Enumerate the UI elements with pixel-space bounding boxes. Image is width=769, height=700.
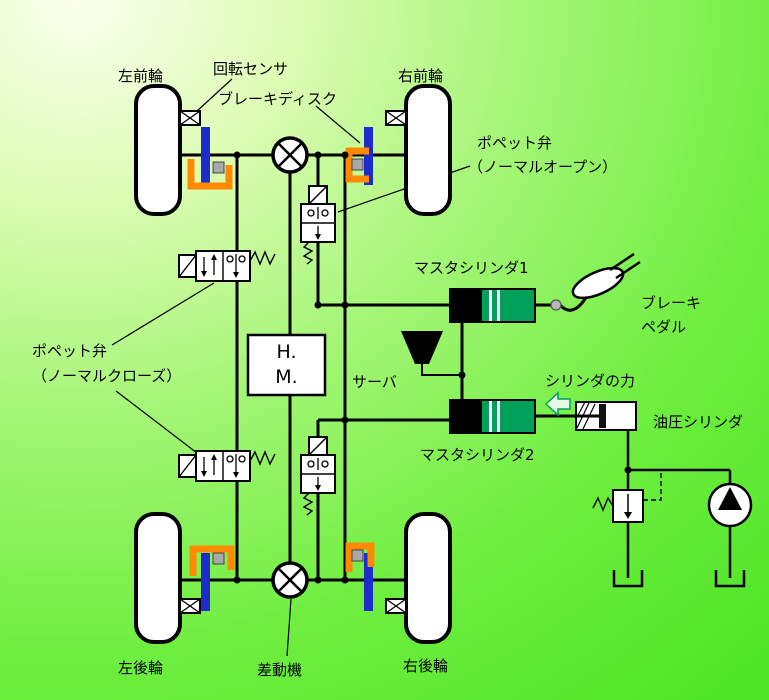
label-poppet-valve-no-line1: ポペット弁 (477, 134, 553, 152)
wheel-right-rear (404, 512, 452, 644)
hydraulic-cylinder-icon (575, 401, 637, 431)
junction-dots (233, 151, 632, 584)
reservoir-tank-left-icon (612, 570, 644, 588)
brake-disc-right-rear (364, 553, 373, 611)
label-hydraulic-cylinder: 油圧シリンダ (653, 413, 744, 431)
brake-disc-left-front (201, 127, 210, 185)
label-hm-line2: M. (275, 366, 298, 388)
relief-valve-icon (592, 470, 662, 523)
label-server: サーバ (352, 373, 397, 391)
label-poppet-valve-nc-line1: ポペット弁 (32, 342, 108, 360)
wheel-left-front (134, 84, 182, 216)
hydraulic-lines (180, 153, 732, 582)
brake-disc-right-front (364, 127, 373, 185)
label-right-rear-wheel: 右後輪 (403, 657, 449, 675)
master-cylinder-2-icon (449, 399, 536, 434)
label-master-cylinder-2: マスタシリンダ2 (420, 446, 535, 464)
label-poppet-valve-normally-closed: ポペット弁 （ノーマルクローズ） (32, 339, 181, 389)
label-poppet-valve-no-line2: （ノーマルオープン） (468, 158, 618, 176)
wheel-right-front (404, 84, 452, 216)
hm-unit-box (246, 333, 327, 397)
server-icon (401, 331, 443, 364)
label-brake-pedal-line2: ペダル (641, 318, 687, 336)
label-rotation-sensor: 回転センサ (213, 60, 289, 78)
poppet-valve-normally-closed-front (178, 250, 276, 282)
label-left-front-wheel: 左前輪 (118, 67, 164, 85)
brake-pedal-icon (550, 252, 641, 312)
differential-front-icon (271, 136, 309, 174)
label-hm-line1: H. (276, 341, 297, 363)
rotation-sensor-left-front-icon (179, 110, 201, 126)
brake-caliper-left-rear (189, 545, 235, 576)
poppet-valve-normally-open-front (300, 185, 336, 265)
brake-caliper-left-front (187, 159, 233, 190)
master-cylinder-1-icon (449, 288, 536, 323)
hydraulic-pump-icon (707, 482, 753, 528)
label-brake-pedal-line1: ブレーキ (641, 294, 702, 312)
poppet-valve-normally-open-rear (300, 436, 336, 516)
wheel-left-rear (134, 512, 182, 644)
poppet-valve-normally-closed-rear (178, 450, 276, 482)
brake-caliper-right-front (345, 147, 369, 183)
cylinder-force-arrow-icon (544, 391, 571, 417)
label-left-rear-wheel: 左後輪 (118, 659, 164, 677)
label-right-front-wheel: 右前輪 (398, 67, 444, 85)
label-differential: 差動機 (257, 661, 303, 679)
label-brake-pedal: ブレーキ ペダル (641, 291, 701, 339)
label-poppet-valve-nc-line2: （ノーマルクローズ） (32, 367, 182, 385)
brake-disc-left-rear (201, 553, 210, 611)
reservoir-tank-right-icon (714, 570, 746, 588)
label-master-cylinder-1: マスタシリンダ1 (414, 259, 529, 277)
differential-rear-icon (271, 561, 309, 599)
rotation-sensor-right-front-icon (385, 110, 407, 126)
rotation-sensor-left-rear-icon (179, 598, 201, 614)
brake-caliper-right-rear (345, 542, 375, 572)
rotation-sensor-right-rear-icon (385, 598, 407, 614)
label-cylinder-force: シリンダの力 (545, 372, 636, 390)
label-poppet-valve-normally-open: ポペット弁 （ノーマルオープン） (468, 131, 617, 179)
label-brake-disc: ブレーキディスク (218, 90, 337, 108)
label-hm-unit: H. M. (248, 340, 325, 390)
